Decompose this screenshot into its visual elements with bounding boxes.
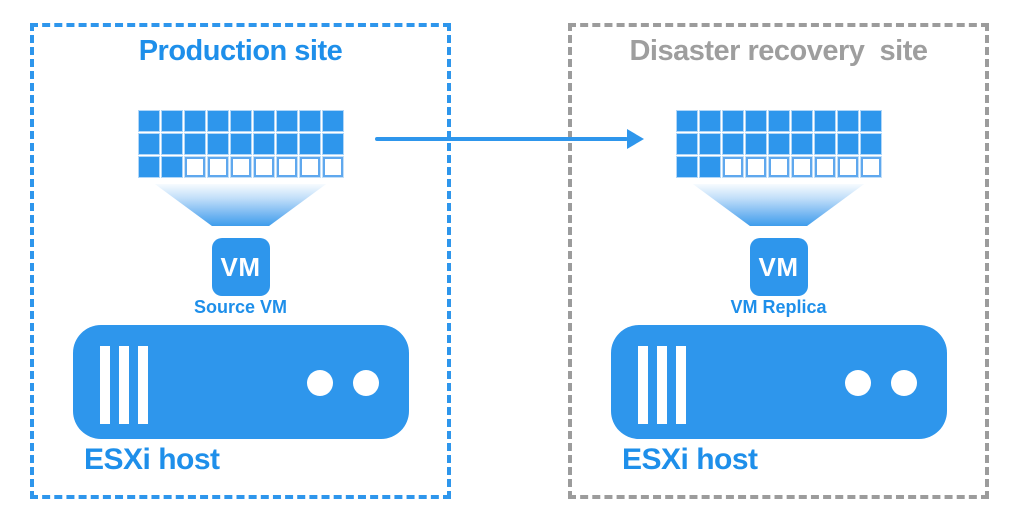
vm-block-filled <box>860 134 881 154</box>
vm-block-filled <box>322 111 343 131</box>
vm-blocks-grid-icon <box>676 111 881 177</box>
vm-block-filled <box>722 111 743 131</box>
vm-block-filled <box>230 134 251 154</box>
vm-block-filled <box>745 111 766 131</box>
vm-block-filled <box>768 134 789 154</box>
vm-block-filled <box>699 134 720 154</box>
replication-arrow-icon <box>375 137 628 141</box>
vm-icon: VM <box>211 238 270 296</box>
vm-block-filled <box>299 111 320 131</box>
vm-block-filled <box>722 134 743 154</box>
vm-block-filled <box>676 111 697 131</box>
funnel-beam-icon <box>692 184 865 226</box>
vm-block-empty <box>253 157 274 177</box>
server-drive-bars-icon <box>99 346 148 424</box>
vm-block-empty <box>230 157 251 177</box>
vm-block-empty <box>860 157 881 177</box>
site-title: Production site <box>138 35 343 67</box>
vm-block-empty <box>814 157 835 177</box>
vm-block-empty <box>722 157 743 177</box>
esxi-host-server-icon <box>610 325 947 439</box>
vm-block-empty <box>276 157 297 177</box>
vm-block-filled <box>138 111 159 131</box>
vm-block-filled <box>207 111 228 131</box>
vm-block-filled <box>814 111 835 131</box>
vm-blocks-grid-icon <box>138 111 343 177</box>
vm-icon: VM <box>749 238 808 296</box>
vm-block-filled <box>676 157 697 177</box>
server-led-icon <box>352 370 379 396</box>
vm-block-filled <box>184 111 205 131</box>
vm-block-filled <box>699 111 720 131</box>
esxi-host-label: ESXi host <box>622 443 758 476</box>
vm-block-filled <box>230 111 251 131</box>
vm-block-filled <box>276 111 297 131</box>
vm-block-filled <box>699 157 720 177</box>
vm-box-label: VM <box>758 251 799 282</box>
vm-block-filled <box>768 111 789 131</box>
esxi-host-server-icon <box>72 325 409 439</box>
disaster-recovery-site-panel: Disaster recovery site VM VM Replica ESX… <box>568 23 989 499</box>
vm-block-filled <box>299 134 320 154</box>
vm-box-label: VM <box>220 251 261 282</box>
replication-arrow-head-icon <box>627 129 644 149</box>
server-led-icon <box>844 370 871 396</box>
vm-block-filled <box>814 134 835 154</box>
vm-block-empty <box>184 157 205 177</box>
vm-block-filled <box>276 134 297 154</box>
production-site-panel: Production site VM Source VM ESXi host <box>30 23 451 499</box>
server-led-icon <box>890 370 917 396</box>
vm-block-empty <box>837 157 858 177</box>
server-drive-bars-icon <box>637 346 686 424</box>
vm-block-filled <box>676 134 697 154</box>
vm-block-filled <box>253 111 274 131</box>
site-title: Disaster recovery site <box>629 35 928 67</box>
funnel-beam-icon <box>154 184 327 226</box>
vm-block-filled <box>745 134 766 154</box>
vm-block-filled <box>860 111 881 131</box>
vm-block-empty <box>768 157 789 177</box>
vm-caption: Source VM <box>193 297 288 317</box>
vm-block-filled <box>207 134 228 154</box>
vm-block-filled <box>837 134 858 154</box>
vm-block-filled <box>161 111 182 131</box>
vm-block-filled <box>138 134 159 154</box>
vm-block-filled <box>837 111 858 131</box>
vm-block-filled <box>184 134 205 154</box>
vm-block-filled <box>138 157 159 177</box>
vm-block-filled <box>253 134 274 154</box>
vm-caption: VM Replica <box>730 297 827 317</box>
vm-block-empty <box>322 157 343 177</box>
vm-block-filled <box>791 111 812 131</box>
vm-block-empty <box>745 157 766 177</box>
vm-block-empty <box>791 157 812 177</box>
server-led-icon <box>306 370 333 396</box>
vm-block-empty <box>207 157 228 177</box>
vm-block-filled <box>161 134 182 154</box>
esxi-host-label: ESXi host <box>84 443 220 476</box>
vm-block-filled <box>322 134 343 154</box>
vm-block-empty <box>299 157 320 177</box>
vm-block-filled <box>791 134 812 154</box>
vm-block-filled <box>161 157 182 177</box>
